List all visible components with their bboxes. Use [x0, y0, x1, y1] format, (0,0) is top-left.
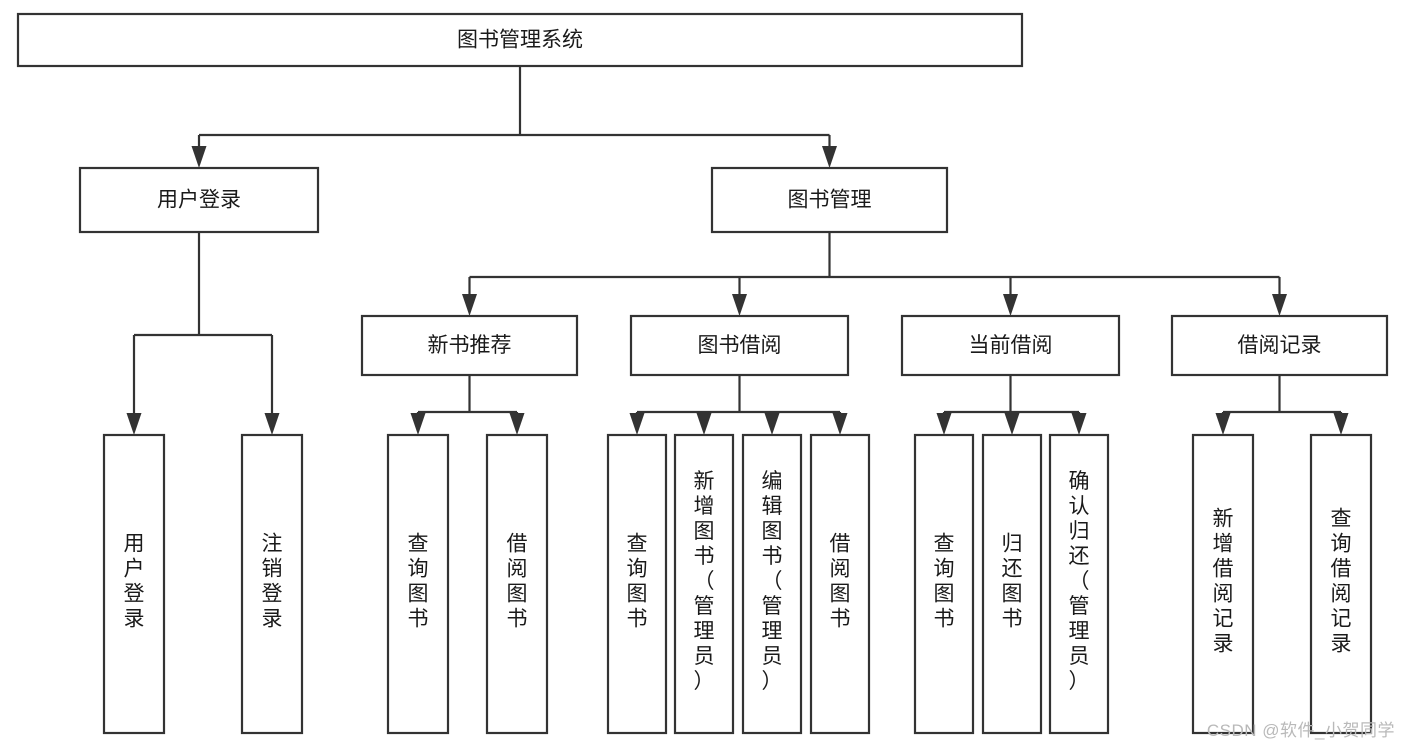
- l2-to-l3-0-arrowhead: [462, 294, 477, 316]
- node-leaf-user-login-box: [102, 433, 166, 735]
- root-to-l2-1-arrowhead: [822, 146, 837, 168]
- node-book-borrow[interactable]: 图书借阅: [629, 314, 850, 377]
- book-borrow-to-leaf-1-arrowhead: [696, 413, 712, 435]
- borrow-record-to-leaf-1-arrowhead: [1333, 413, 1349, 435]
- node-book-borrow-label: 图书借阅: [698, 334, 782, 357]
- current-borrow-to-leaf-0-arrowhead: [936, 413, 952, 435]
- current-borrow-to-leaf-1-arrowhead: [1004, 413, 1020, 435]
- node-leaf-add-book-box: [673, 433, 735, 735]
- new-book-recommend-to-leaf-0-arrowhead: [410, 413, 426, 435]
- node-leaf-confirm-return-box: [1048, 433, 1110, 735]
- node-leaf-add-borrow-record-label: 新增借阅记录: [1213, 508, 1234, 656]
- node-leaf-edit-book-label: 编辑图书（管理员）: [762, 470, 783, 693]
- node-new-book-recommend-box: [360, 314, 579, 377]
- node-leaf-return-book-box: [981, 433, 1043, 735]
- node-leaf-query-book-recommend-label: 查询图书: [408, 533, 429, 631]
- node-current-borrow-label: 当前借阅: [969, 334, 1053, 357]
- node-user-login-box: [78, 166, 320, 234]
- node-leaf-logout-box: [240, 433, 304, 735]
- node-leaf-borrow-book-label: 借阅图书: [830, 533, 851, 631]
- node-leaf-user-login-label: 用户登录: [124, 533, 145, 631]
- node-book-manage[interactable]: 图书管理: [710, 166, 949, 234]
- node-book-borrow-box: [629, 314, 850, 377]
- node-leaf-query-book-current[interactable]: 查询图书: [913, 433, 975, 735]
- node-book-manage-label: 图书管理: [788, 189, 872, 212]
- node-root-label: 图书管理系统: [457, 29, 583, 52]
- node-root[interactable]: 图书管理系统: [16, 12, 1024, 68]
- book-borrow-to-leaf-2-arrowhead: [764, 413, 780, 435]
- node-leaf-query-book-borrow[interactable]: 查询图书: [606, 433, 668, 735]
- node-borrow-record-box: [1170, 314, 1389, 377]
- node-leaf-edit-book-box: [741, 433, 803, 735]
- node-leaf-add-borrow-record-box: [1191, 433, 1255, 735]
- node-leaf-borrow-book-recommend-label: 借阅图书: [507, 533, 528, 631]
- node-root-box: [16, 12, 1024, 68]
- node-leaf-confirm-return-label: 确认归还（管理员）: [1069, 470, 1090, 693]
- node-borrow-record-label: 借阅记录: [1238, 334, 1322, 357]
- node-leaf-confirm-return[interactable]: 确认归还（管理员）: [1048, 433, 1110, 735]
- new-book-recommend-to-leaf-1-arrowhead: [509, 413, 525, 435]
- node-leaf-query-book-current-label: 查询图书: [934, 533, 955, 631]
- node-leaf-query-book-recommend[interactable]: 查询图书: [386, 433, 450, 735]
- book-borrow-to-leaf-0-arrowhead: [629, 413, 645, 435]
- node-new-book-recommend[interactable]: 新书推荐: [360, 314, 579, 377]
- node-boxes: 图书管理系统用户登录图书管理新书推荐图书借阅当前借阅借阅记录用户登录注销登录查询…: [16, 12, 1389, 735]
- l2-to-l3-3-arrowhead: [1272, 294, 1287, 316]
- node-leaf-borrow-book-box: [809, 433, 871, 735]
- node-leaf-logout-label: 注销登录: [262, 533, 283, 631]
- current-borrow-to-leaf-2-arrowhead: [1071, 413, 1087, 435]
- node-leaf-query-borrow-record-label: 查询借阅记录: [1331, 508, 1352, 656]
- node-leaf-query-borrow-record[interactable]: 查询借阅记录: [1309, 433, 1373, 735]
- node-leaf-borrow-book-recommend[interactable]: 借阅图书: [485, 433, 549, 735]
- node-book-manage-box: [710, 166, 949, 234]
- node-leaf-add-book[interactable]: 新增图书（管理员）: [673, 433, 735, 735]
- node-new-book-recommend-label: 新书推荐: [428, 334, 512, 357]
- borrow-record-to-leaf-0-arrowhead: [1215, 413, 1231, 435]
- node-current-borrow[interactable]: 当前借阅: [900, 314, 1121, 377]
- node-current-borrow-box: [900, 314, 1121, 377]
- node-leaf-borrow-book[interactable]: 借阅图书: [809, 433, 871, 735]
- book-borrow-to-leaf-3-arrowhead: [832, 413, 848, 435]
- node-leaf-query-book-current-box: [913, 433, 975, 735]
- node-leaf-return-book[interactable]: 归还图书: [981, 433, 1043, 735]
- node-leaf-return-book-label: 归还图书: [1002, 533, 1023, 631]
- node-leaf-query-book-recommend-box: [386, 433, 450, 735]
- connector-lines: [126, 66, 1349, 435]
- node-user-login-label: 用户登录: [157, 189, 241, 212]
- node-leaf-add-borrow-record[interactable]: 新增借阅记录: [1191, 433, 1255, 735]
- root-to-l2-0-arrowhead: [191, 146, 207, 168]
- node-user-login[interactable]: 用户登录: [78, 166, 320, 234]
- node-leaf-logout[interactable]: 注销登录: [240, 433, 304, 735]
- node-leaf-edit-book[interactable]: 编辑图书（管理员）: [741, 433, 803, 735]
- node-leaf-query-borrow-record-box: [1309, 433, 1373, 735]
- node-leaf-add-book-label: 新增图书（管理员）: [694, 470, 715, 693]
- user-login-to-leaf-0-arrowhead: [126, 413, 142, 435]
- l2-to-l3-2-arrowhead: [1003, 294, 1018, 316]
- node-leaf-query-book-borrow-label: 查询图书: [627, 533, 648, 631]
- csdn-watermark: CSDN @软件_小贺同学: [1206, 721, 1395, 740]
- node-leaf-query-book-borrow-box: [606, 433, 668, 735]
- l2-to-l3-1-arrowhead: [732, 294, 747, 316]
- node-leaf-user-login[interactable]: 用户登录: [102, 433, 166, 735]
- user-login-to-leaf-1-arrowhead: [264, 413, 280, 435]
- node-leaf-borrow-book-recommend-box: [485, 433, 549, 735]
- node-borrow-record[interactable]: 借阅记录: [1170, 314, 1389, 377]
